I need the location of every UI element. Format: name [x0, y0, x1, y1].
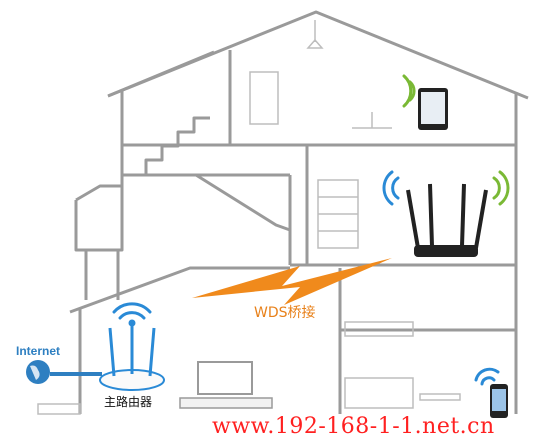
main-router-label: 主路由器: [104, 395, 153, 409]
tv-icon: [197, 361, 253, 395]
annex-roof: [69, 266, 290, 314]
wifi-icon: [474, 367, 500, 386]
house-roof: [107, 10, 529, 100]
table-chairs: [419, 393, 461, 401]
wifi-icon: [112, 302, 152, 327]
router-icon: [414, 245, 478, 257]
wardrobe: [249, 71, 279, 125]
kitchen-cabinet: [344, 321, 414, 337]
bridge-router: [406, 183, 488, 257]
house-roof-left-wing: [107, 50, 215, 98]
wds-bridge-label: WDS桥接: [254, 305, 316, 321]
main-router: [99, 322, 165, 391]
staircase-upper: [144, 116, 210, 175]
ceiling-lamp: [306, 38, 324, 49]
fence: [37, 403, 81, 415]
kitchen-counter: [344, 377, 414, 409]
internet-label: Internet: [16, 344, 61, 358]
tower: [74, 184, 124, 252]
watermark: www.192-168-1-1.net.cn: [212, 414, 495, 439]
tv-stand: [179, 397, 273, 409]
globe-icon: [26, 360, 50, 384]
staircase-lower: [195, 173, 291, 232]
wifi-icon: [382, 170, 510, 206]
wifi-icon: [402, 74, 416, 108]
